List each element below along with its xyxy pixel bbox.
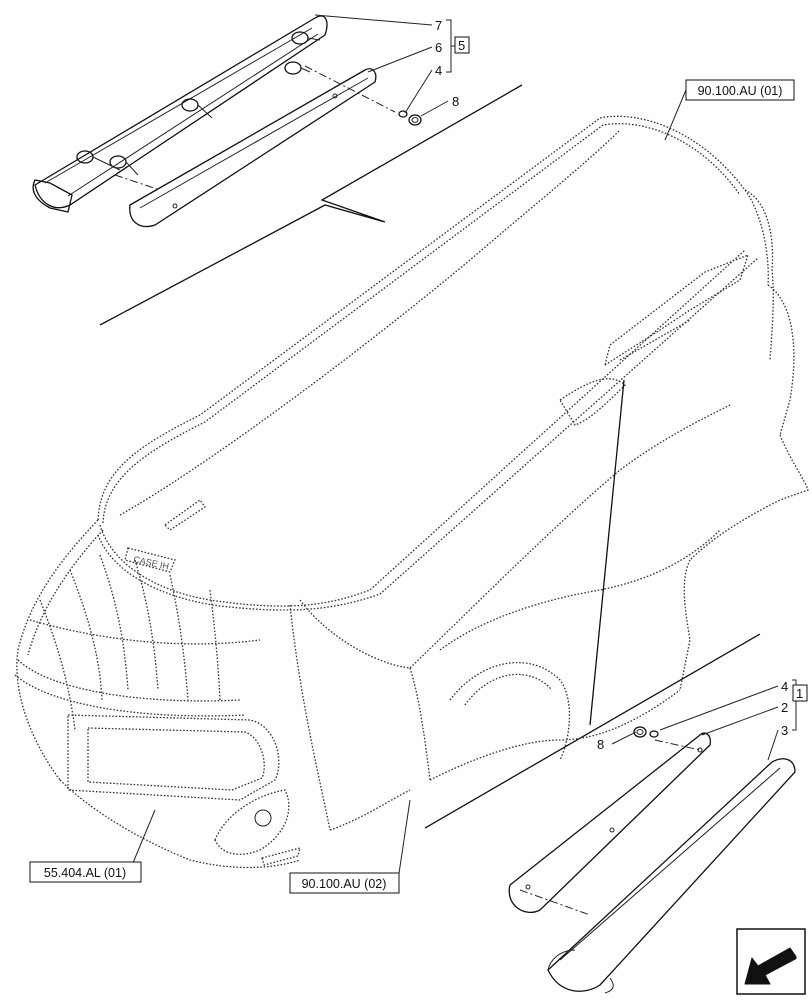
callout-3: 3 (781, 723, 788, 738)
callout-6: 6 (435, 40, 442, 55)
callout-7: 7 (435, 18, 442, 33)
reference-bottom-left[interactable]: 55.404.AL (01) (29, 861, 142, 883)
svg-text:90.100.AU (01): 90.100.AU (01) (698, 84, 783, 98)
separator-lines (99, 84, 761, 829)
svg-text:55.404.AL (01): 55.404.AL (01) (44, 866, 126, 880)
bottom-lamp-assembly (508, 726, 796, 994)
reference-boxes: 90.100.AU (01) 55.404.AL (01) 90.100.AU … (29, 79, 795, 894)
reference-top-right[interactable]: 90.100.AU (01) (685, 79, 795, 101)
callout-4-top: 4 (435, 63, 442, 78)
previous-page-arrow-icon[interactable] (736, 928, 806, 995)
callout-5: 5 (458, 38, 465, 53)
tractor-hood: CASE IH (14, 115, 809, 869)
callout-8-top: 8 (452, 94, 459, 109)
callouts: 7 6 4 8 5 4 2 3 8 1 (435, 18, 808, 752)
lamp-socket (76, 31, 321, 176)
callout-4-bottom: 4 (781, 679, 788, 694)
svg-text:CASE IH: CASE IH (133, 554, 170, 571)
leader-lines (129, 14, 779, 881)
svg-text:90.100.AU (02): 90.100.AU (02) (302, 877, 387, 891)
callout-2: 2 (781, 700, 788, 715)
top-lamp-assembly (32, 15, 422, 228)
reference-bottom-center[interactable]: 90.100.AU (02) (289, 872, 400, 894)
callout-1: 1 (796, 686, 803, 701)
callout-8-bottom: 8 (597, 737, 604, 752)
